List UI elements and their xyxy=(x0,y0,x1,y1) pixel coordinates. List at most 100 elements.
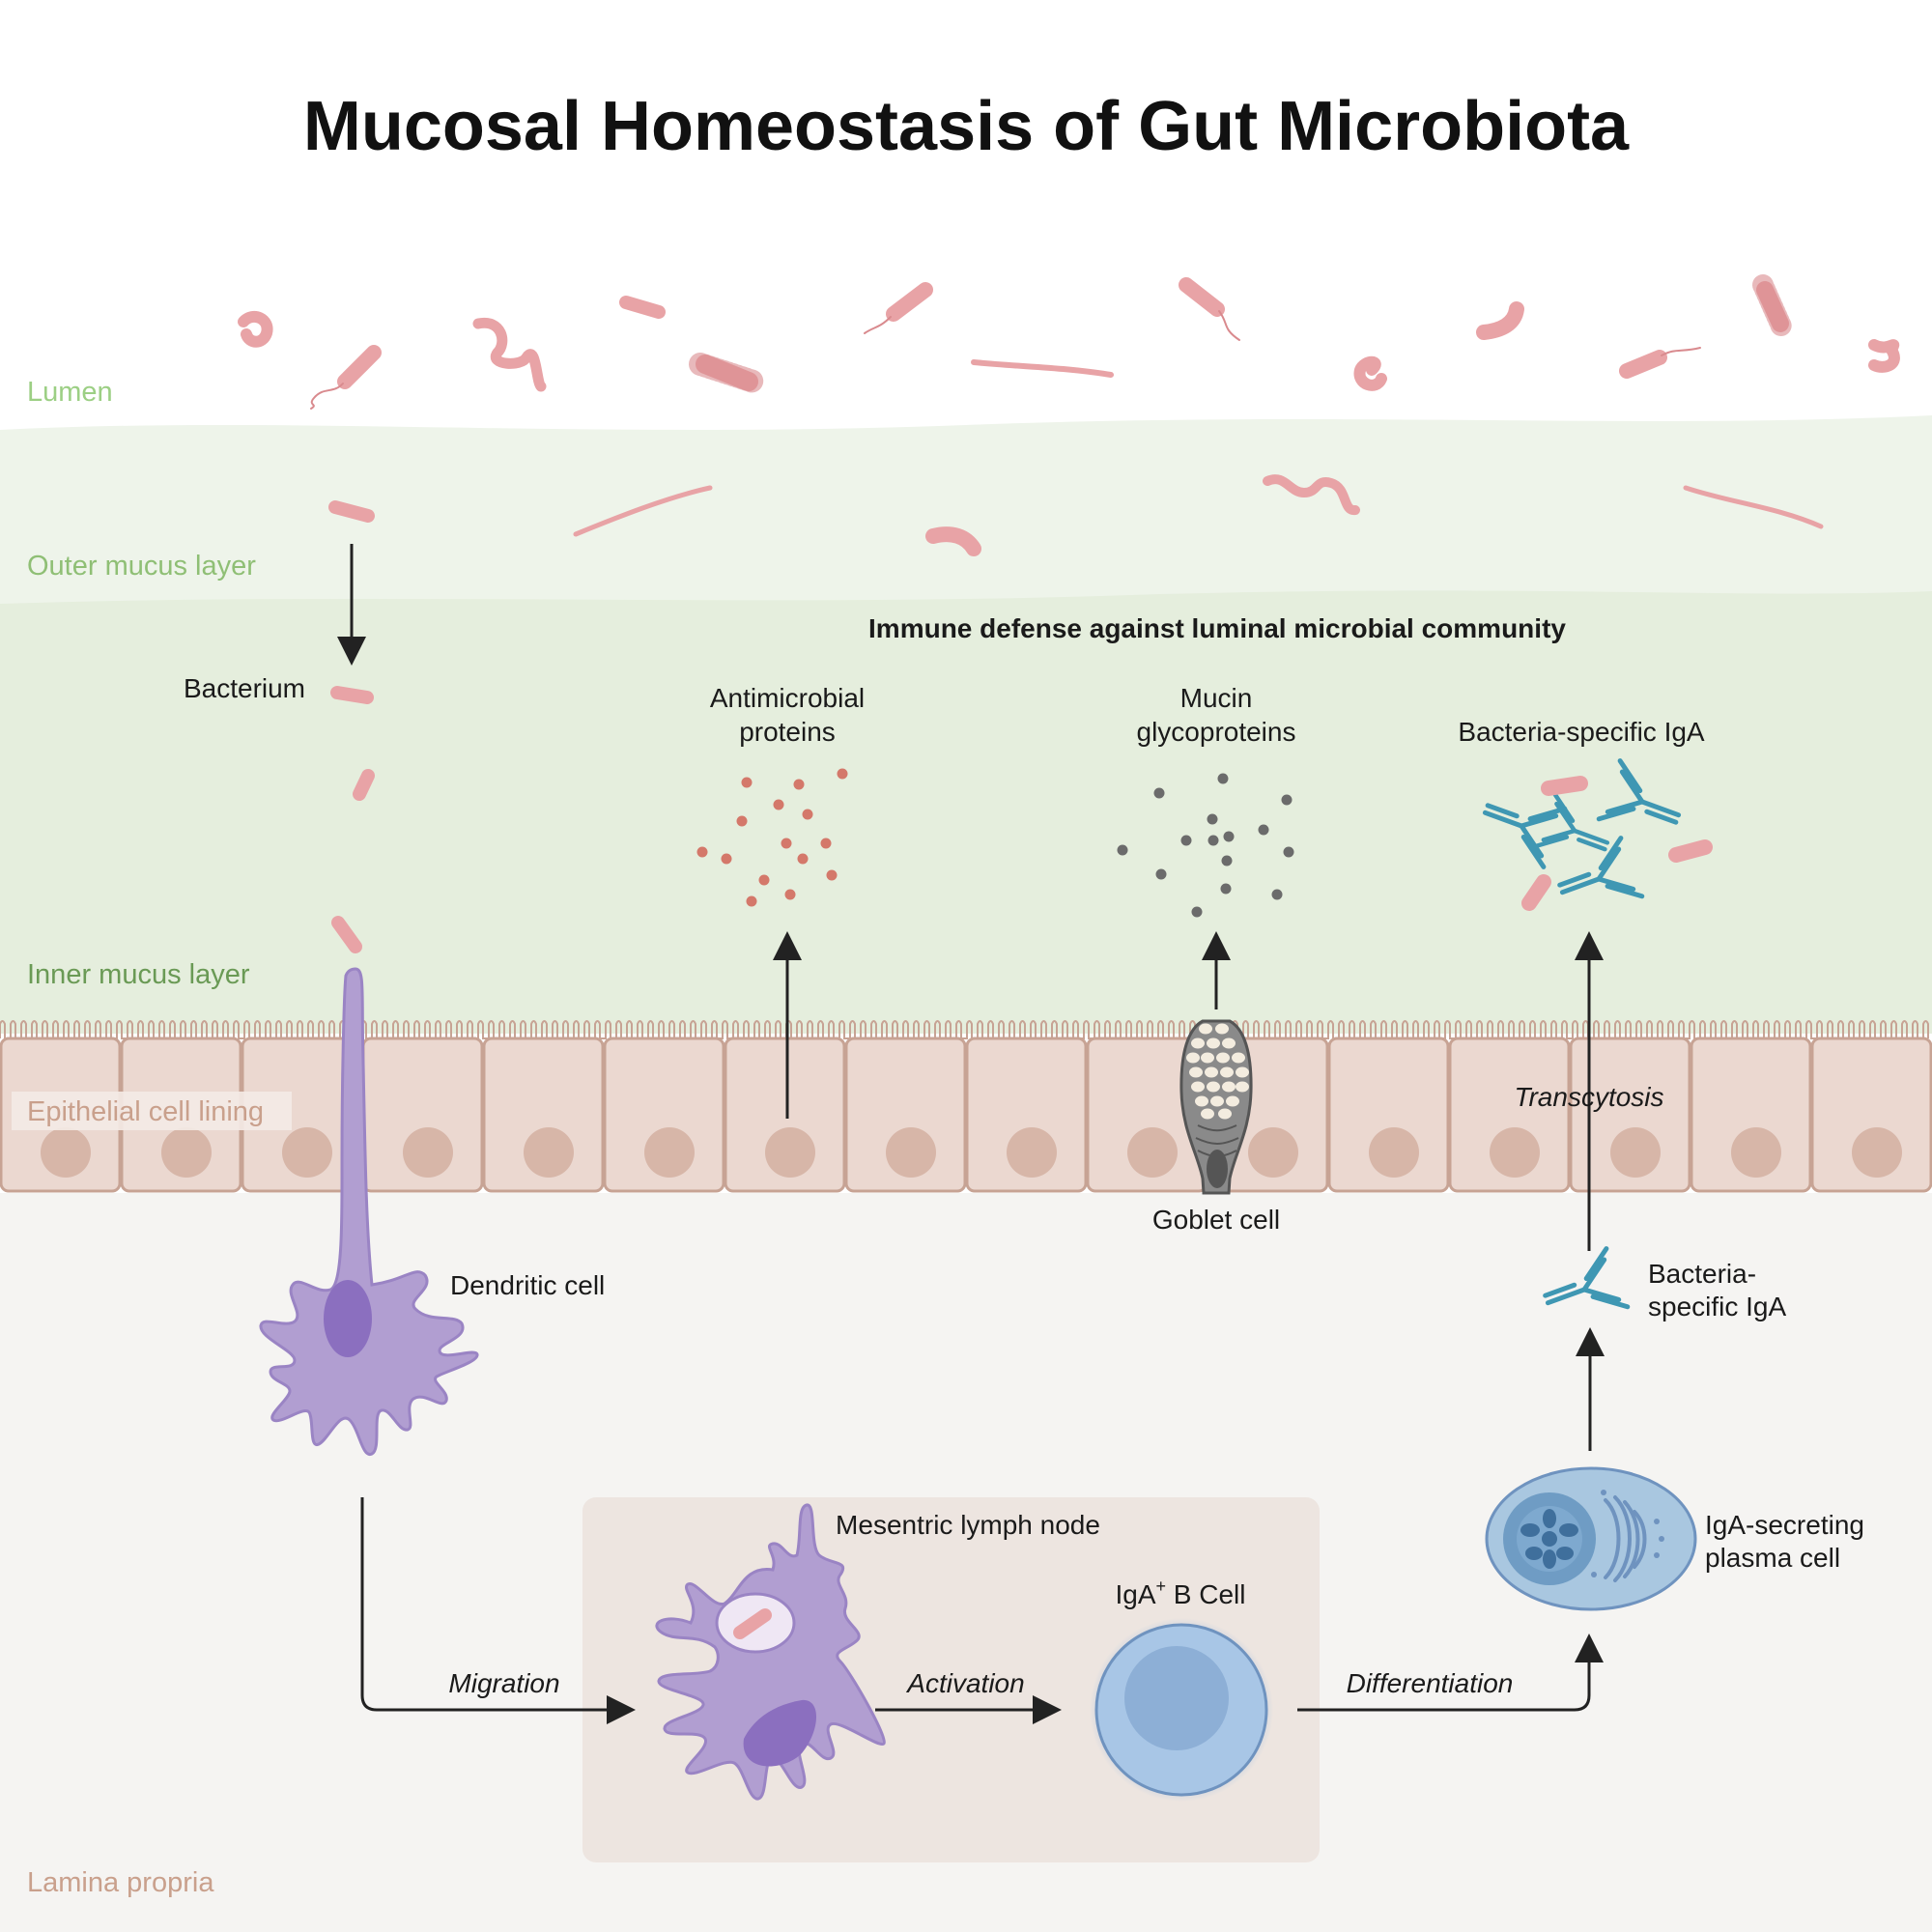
antibody-bound-bacteria xyxy=(1521,776,1713,911)
epithelial-nucleus xyxy=(1369,1127,1419,1178)
label-antimicrobial-line2: proteins xyxy=(739,717,836,747)
mucin-granule xyxy=(1226,1095,1239,1107)
label-bacterium: Bacterium xyxy=(184,673,305,703)
bacterium-c-3 xyxy=(1868,339,1900,373)
epithelial-nucleus xyxy=(41,1127,91,1178)
mucin-granule xyxy=(1220,1066,1234,1078)
epithelial-nucleus xyxy=(1007,1127,1057,1178)
epithelial-nucleus xyxy=(1852,1127,1902,1178)
bacterium-rod-4 xyxy=(353,769,375,801)
antimicrobial-protein-dot xyxy=(797,853,809,865)
bacterium-flagellated-1 xyxy=(310,345,382,410)
bacterium-long-1 xyxy=(971,359,1114,378)
epithelium-label-backdrop xyxy=(12,1092,292,1130)
label-iga-mid-line2: specific IgA xyxy=(1648,1292,1786,1321)
antimicrobial-protein-dot xyxy=(746,895,757,907)
zone-label-inner-mucus: Inner mucus layer xyxy=(27,959,250,990)
microvilli-edge xyxy=(0,1020,1929,1039)
label-plasma-line2: plasma cell xyxy=(1705,1543,1840,1573)
epithelial-nucleus xyxy=(1248,1127,1298,1178)
antimicrobial-protein-dot xyxy=(696,846,708,858)
label-iga-top: Bacteria-specific IgA xyxy=(1458,717,1705,747)
antimicrobial-protein-dot xyxy=(736,815,748,827)
mucin-glycoprotein-dot xyxy=(1223,831,1235,842)
iga-b-cell-main: IgA xyxy=(1115,1579,1155,1609)
mucin-granule xyxy=(1195,1095,1208,1107)
label-plasma-line1: IgA-secreting xyxy=(1705,1510,1864,1540)
antimicrobial-protein-dot xyxy=(721,853,732,865)
mucin-granule xyxy=(1210,1095,1224,1107)
label-iga-mid-line1: Bacteria- xyxy=(1648,1259,1756,1289)
mucin-granule xyxy=(1215,1023,1229,1035)
bacterium-flagellated-2 xyxy=(864,282,933,334)
label-immune-defense: Immune defense against luminal microbial… xyxy=(868,613,1566,643)
arrow-differentiation xyxy=(1297,1634,1604,1712)
bacterium-hairy-2 xyxy=(1752,274,1793,339)
antimicrobial-protein-dot xyxy=(820,838,832,849)
iga-b-cell-sup: + xyxy=(1156,1577,1167,1596)
antibody-icon xyxy=(1596,758,1682,825)
bacterium-rod-2 xyxy=(328,500,375,523)
mucin-granule xyxy=(1207,1081,1220,1093)
mucin-glycoprotein-dot xyxy=(1207,813,1218,825)
label-migration: Migration xyxy=(448,1668,559,1698)
antimicrobial-protein-dot xyxy=(758,874,770,886)
bacterium-curved-1 xyxy=(1476,301,1524,340)
bacterium-long-2 xyxy=(573,485,713,537)
bacterium-flagellated-3 xyxy=(1179,277,1240,341)
bacterium-flagellated-4 xyxy=(1619,347,1701,379)
antibody-icon xyxy=(1543,1246,1631,1310)
mucin-granule xyxy=(1222,1081,1236,1093)
epithelial-nucleus xyxy=(1127,1127,1178,1178)
label-transcytosis: Transcytosis xyxy=(1514,1082,1663,1112)
antibody-icon xyxy=(1557,836,1645,899)
antimicrobial-protein-dot xyxy=(826,869,838,881)
mucin-granule xyxy=(1191,1081,1205,1093)
mucin-granule xyxy=(1201,1108,1214,1120)
mucin-granule xyxy=(1236,1081,1249,1093)
antimicrobial-protein-dot xyxy=(781,838,792,849)
mucin-granule xyxy=(1189,1066,1203,1078)
mucin-glycoprotein-dot xyxy=(1221,855,1233,867)
mucin-glycoprotein-dot xyxy=(1180,835,1192,846)
epithelial-nucleus xyxy=(403,1127,453,1178)
iga-b-cell xyxy=(1090,1618,1273,1802)
epithelial-nucleus xyxy=(765,1127,815,1178)
microvilli xyxy=(0,1020,1929,1039)
mucin-granule xyxy=(1216,1052,1230,1064)
label-activation: Activation xyxy=(905,1668,1024,1698)
mucin-granule xyxy=(1207,1037,1220,1049)
bacterium-rod-5 xyxy=(331,916,362,953)
antimicrobial-protein-dot xyxy=(802,809,813,820)
mucin-glycoprotein-dot xyxy=(1258,824,1269,836)
mucin-glycoprotein-dot xyxy=(1220,883,1232,895)
mucin-glycoprotein-dot xyxy=(1281,794,1293,806)
antimicrobial-protein-dot xyxy=(793,779,805,790)
mucin-granule xyxy=(1218,1108,1232,1120)
epithelial-nucleus xyxy=(1731,1127,1781,1178)
epithelial-nucleus xyxy=(1610,1127,1661,1178)
mucin-granule xyxy=(1186,1052,1200,1064)
epithelial-nucleus xyxy=(524,1127,574,1178)
mucin-granule xyxy=(1232,1052,1245,1064)
bacterium-rod-1 xyxy=(619,296,666,319)
penetrating-bacteria xyxy=(330,686,375,953)
diagram-title: Mucosal Homeostasis of Gut Microbiota xyxy=(303,88,1630,165)
epithelial-nucleus xyxy=(644,1127,695,1178)
mucin-granule xyxy=(1199,1023,1212,1035)
mucin-granule xyxy=(1236,1066,1249,1078)
antibody-single xyxy=(1543,1246,1631,1310)
goblet-granules xyxy=(1186,1023,1249,1120)
dendritic-cell xyxy=(259,967,479,1456)
iga-b-cell-rest: B Cell xyxy=(1166,1579,1245,1609)
inner-mucus-band xyxy=(0,590,1932,1034)
epithelial-lining xyxy=(0,1020,1932,1193)
antimicrobial-protein-dot xyxy=(837,768,848,780)
arrow-migration xyxy=(360,1497,636,1724)
mucin-glycoprotein-dot xyxy=(1271,889,1283,900)
label-dendritic-cell: Dendritic cell xyxy=(450,1270,605,1300)
mucin-glycoprotein-dots xyxy=(1117,773,1294,918)
antimicrobial-protein-dots xyxy=(696,768,848,907)
